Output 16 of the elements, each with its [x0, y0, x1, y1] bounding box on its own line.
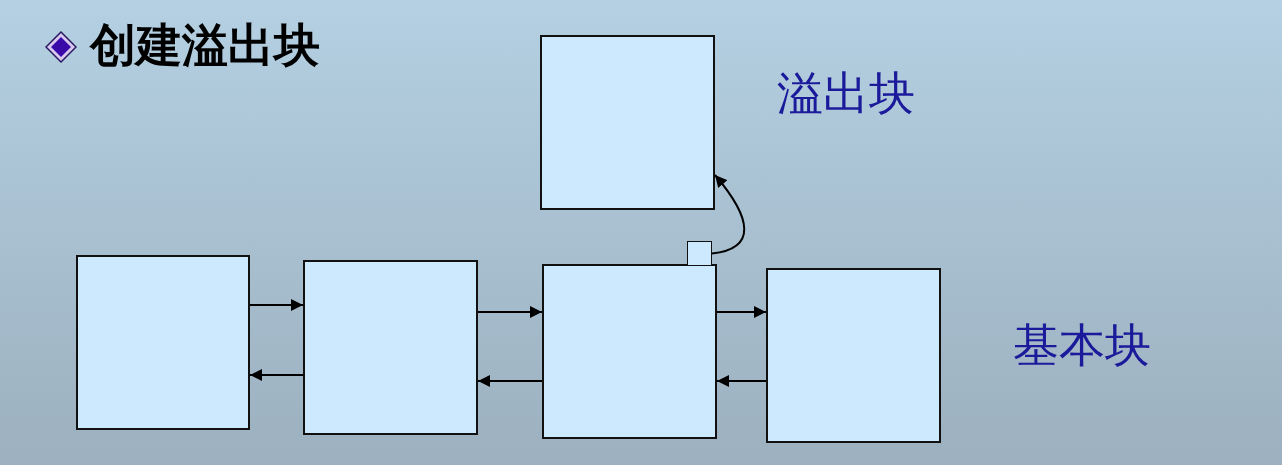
title: 创建溢出块	[90, 22, 320, 68]
arrow	[249, 369, 304, 381]
arrow	[711, 174, 746, 255]
arrow	[477, 306, 543, 318]
arrow	[716, 306, 767, 318]
square-box	[303, 260, 478, 435]
arrow	[249, 299, 304, 311]
block-label: 溢出块	[777, 70, 915, 116]
square-box	[766, 268, 941, 443]
arrow	[716, 375, 767, 387]
block-label: 基本块	[1013, 322, 1151, 368]
square-box	[76, 255, 250, 430]
small-square-box	[687, 241, 712, 266]
arrow	[477, 375, 543, 387]
square-box	[542, 264, 717, 439]
square-box	[540, 35, 715, 210]
